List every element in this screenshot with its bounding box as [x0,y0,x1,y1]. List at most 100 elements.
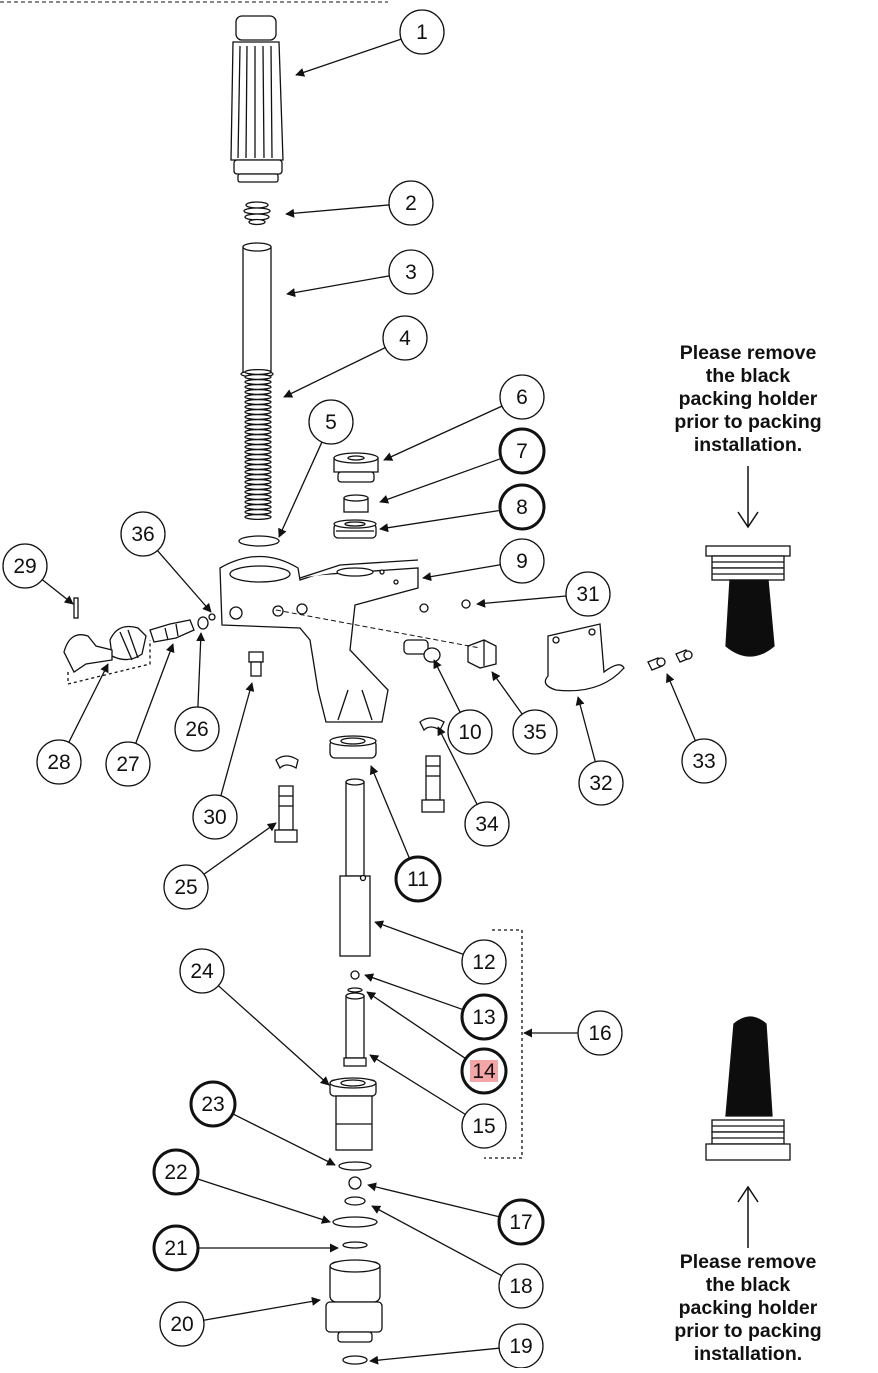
spring-coil [244,448,272,456]
part-packing-11 [329,735,377,759]
part-sleeve [343,494,369,513]
spring-coil [244,503,272,511]
callout-circle-23 [189,1080,237,1128]
callout-label-21: 21 [164,1237,187,1260]
leader-line-13 [364,973,464,1011]
callout-35: 35 [512,709,558,755]
part-oring-26 [197,616,209,630]
callout-circle-35 [512,709,558,755]
callout-25: 25 [163,864,209,910]
leader-line-20 [203,1296,321,1321]
spring-coil [244,408,272,416]
callout-label-36: 36 [131,523,154,546]
callout-highlight-14 [470,1060,498,1082]
leader-line-25 [203,822,277,875]
part-oring-23 [338,1161,372,1171]
leader-line-15 [369,1054,466,1115]
callout-circle-5 [308,399,354,445]
callout-label-14: 14 [472,1060,496,1083]
part-tube [240,242,274,378]
callout-circle-25 [163,864,209,910]
part-fitting-10 [403,639,441,663]
callout-label-30: 30 [203,806,226,829]
callout-label-19: 19 [509,1335,532,1358]
callout-6: 6 [499,374,545,420]
callout-31: 31 [565,571,611,617]
callout-label-33: 33 [692,750,715,773]
spring-coil [244,483,272,491]
part-nut-19 [342,1355,368,1365]
callout-circle-2 [388,180,434,226]
part-ball-13 [350,970,360,980]
callout-label-32: 32 [589,772,612,795]
note-bottom-arrow-head [737,1185,759,1203]
part-oring-22 [332,1216,378,1228]
callout-15: 15 [461,1103,507,1149]
callout-30: 30 [192,794,238,840]
callout-circle-26 [174,706,220,752]
callout-circle-29 [2,543,48,589]
part-bolt-25 [274,785,298,843]
part-packing-nut [333,452,379,483]
part-rod-12 [339,778,371,957]
callout-label-3: 3 [405,261,417,284]
spring-coil [244,393,272,401]
part-handle [230,15,284,183]
note-bottom-line-2: the black [705,1274,791,1296]
part-small-spring [243,201,271,226]
callout-label-27: 27 [116,753,139,776]
spring-coil [244,398,272,406]
callout-14: 14 [460,1047,508,1095]
spring-coil [244,378,272,386]
leader-lines [41,38,696,1365]
callout-circle-10 [447,709,493,755]
spring-coil [244,463,272,471]
part-fitting-30 [248,651,264,677]
spring-coil [244,423,272,431]
callout-circle-27 [105,741,151,787]
callout-label-26: 26 [185,718,208,741]
callout-circle-28 [36,739,82,785]
callout-8: 8 [498,483,546,531]
leader-line-19 [369,1347,500,1365]
spring-coil [244,368,272,376]
part-packing [333,519,377,539]
callout-circle-13 [460,993,508,1041]
spring-coil [244,488,272,496]
note-bottom-line-3: packing holder [678,1297,818,1319]
part-seat-18 [344,1196,366,1206]
callout-circle-15 [461,1103,507,1149]
part-clip-25 [275,755,299,770]
callout-23: 23 [189,1080,237,1128]
callout-circle-17 [497,1198,545,1246]
callout-label-17: 17 [509,1211,532,1234]
note-top-line-4: prior to packing [674,411,822,433]
spring-coil [244,383,272,391]
callout-5: 5 [308,399,354,445]
spring-coil [244,443,272,451]
leader-line-24 [217,985,330,1086]
callout-circle-4 [382,315,428,361]
leader-line-6 [383,405,503,461]
leader-line-12 [374,920,464,956]
callout-label-24: 24 [190,960,214,983]
callout-33: 33 [681,738,727,784]
callout-label-20: 20 [170,1313,193,1336]
callout-16: 16 [577,1010,623,1056]
note-bottom-line-5: installation. [693,1343,803,1365]
part-valve-27 [149,619,195,643]
callout-label-5: 5 [325,411,337,434]
spring-coil [244,498,272,506]
leader-line-29 [41,579,74,605]
leader-line-35 [491,671,523,715]
callout-label-18: 18 [509,1275,532,1298]
callout-circle-32 [578,760,624,806]
note-remove-holder-bottom: Please remove the black packing holder p… [653,1251,843,1366]
leader-line-22 [196,1178,331,1224]
leader-line-2 [285,204,390,218]
part-body [219,555,419,723]
callout-24: 24 [179,948,225,994]
callout-10: 10 [447,709,493,755]
